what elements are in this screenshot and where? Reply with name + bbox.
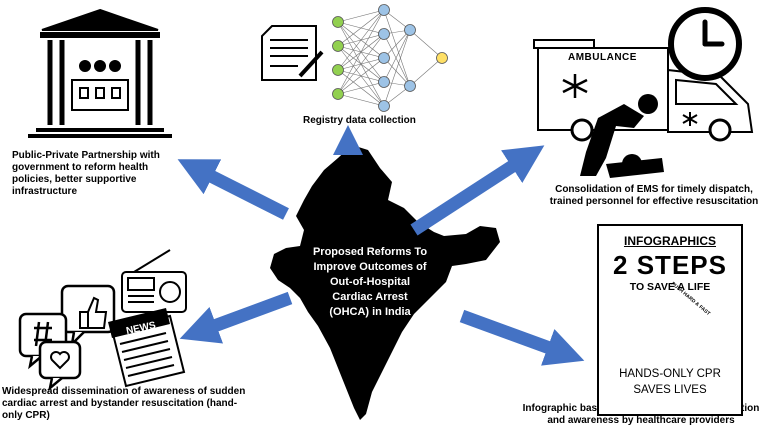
clock-icon: [668, 7, 742, 81]
center-title: Proposed Reforms To Improve Outcomes of …: [312, 246, 428, 318]
arrows: [177, 125, 585, 366]
arrow-to-awareness: [179, 291, 293, 344]
caption-registry: Registry data collection: [303, 115, 416, 126]
ambulance-label: AMBULANCE: [568, 52, 637, 63]
neural-network-icon: [332, 4, 448, 112]
infographic-save: TO SAVE A LIFE: [629, 281, 711, 293]
infographic-panel: INFOGRAPHICS 2 STEPS TO SAVE A LIFE HAND…: [597, 224, 743, 416]
arrow-to-infographic: [459, 309, 585, 366]
ambulance-icon: [533, 39, 754, 142]
caption-awareness: Widespread dissemination of awareness of…: [2, 386, 246, 421]
caption-ppp: Public-Private Partnership with governme…: [12, 150, 160, 197]
caption-ems: Consolidation of EMS for timely dispatch…: [549, 184, 759, 207]
newspaper-icon: [108, 308, 186, 388]
arrow-to-ppp: [177, 159, 289, 220]
radio-icon: [121, 249, 187, 313]
cpr-icon: [580, 94, 664, 178]
arrow-to-ems: [410, 145, 545, 236]
infographic-footer: HANDS-ONLY CPR SAVES LIVES: [619, 368, 721, 396]
government-building-icon: [28, 8, 172, 138]
infographic-steps: 2 STEPS: [613, 250, 727, 280]
social-media-icon: [18, 284, 116, 392]
document-pen-icon: [261, 25, 324, 81]
india-map-icon: [270, 145, 500, 420]
infographic-title: INFOGRAPHICS: [623, 234, 716, 248]
